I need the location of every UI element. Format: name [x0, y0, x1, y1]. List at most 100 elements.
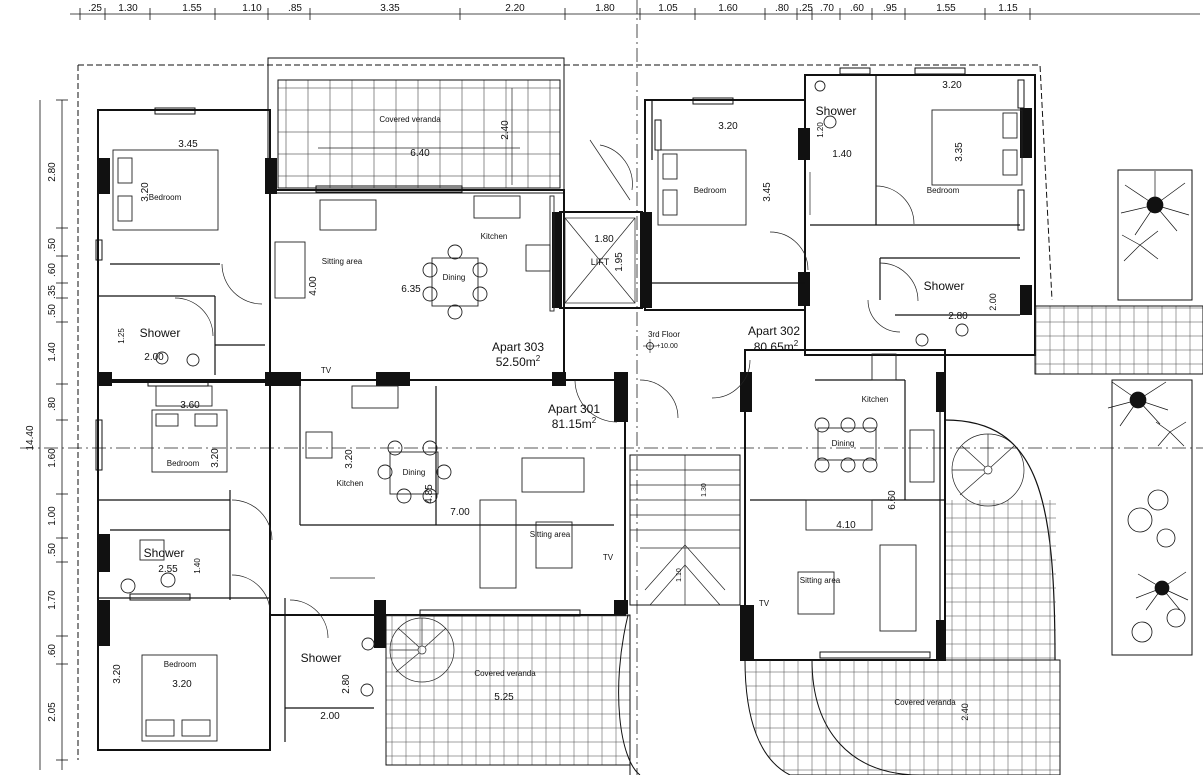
bed-tl-width: 3.45: [178, 139, 198, 150]
partitions: [98, 75, 1020, 742]
shower-303-label: Shower: [140, 326, 181, 340]
apart-303-name: Apart 303: [492, 340, 544, 354]
top-dim-4: 1.10: [242, 3, 262, 14]
floor-level: +10.00: [656, 343, 678, 350]
apart-303-area: 52.50m2: [496, 354, 541, 369]
veranda-bc-width: 5.25: [494, 692, 514, 703]
top-dimension-chain: .25 1.30 1.55 1.10 .85 3.35 2.20 1.80 1.…: [70, 3, 1200, 20]
left-dim-7: .80: [47, 397, 58, 411]
left-dim-1: 2.80: [47, 162, 58, 182]
bed-302a-height: 3.45: [762, 182, 773, 202]
bed-bl-height: 3.20: [112, 664, 123, 684]
shower-bc-width: 2.00: [320, 711, 340, 722]
veranda-top-label: Covered veranda: [379, 115, 441, 124]
shower-302a-width: 1.40: [832, 149, 852, 160]
door-swings: [174, 139, 919, 639]
tv-303-label: TV: [321, 366, 332, 375]
top-dim-7: 2.20: [505, 3, 525, 14]
shower-301-height: 1.40: [193, 558, 202, 574]
sitting-301-width: 7.00: [450, 507, 470, 518]
shower-301-width: 2.55: [158, 564, 178, 575]
tv-301-label: TV: [603, 553, 614, 562]
shower-302a-height: 1.20: [816, 122, 825, 138]
top-dim-3: 1.55: [182, 3, 202, 14]
veranda-br-label: Covered veranda: [894, 698, 956, 707]
shower-302a-label: Shower: [816, 104, 857, 118]
lift-width: 1.80: [594, 234, 614, 245]
left-dim-6: 1.40: [47, 342, 58, 362]
stair-dim-a: 1.30: [701, 483, 708, 497]
top-dim-14: .60: [850, 3, 864, 14]
kitchen-301-height: 3.20: [344, 449, 355, 469]
bed-ml-label: Bedroom: [167, 459, 200, 468]
shower-302b-label: Shower: [924, 279, 965, 293]
walls: [97, 74, 1036, 751]
plot-boundary: [77, 64, 1053, 760]
top-dim-1: .25: [88, 3, 102, 14]
bottom-left-veranda: Covered veranda 5.25: [385, 614, 641, 775]
top-dim-16: 1.55: [936, 3, 956, 14]
shower-303-height: 1.25: [117, 328, 126, 344]
dining-301-label: Dining: [403, 468, 426, 477]
top-dim-5: .85: [288, 3, 302, 14]
kitchen-301-label: Kitchen: [337, 479, 364, 488]
veranda-top-height: 2.40: [500, 120, 511, 140]
top-dim-6: 3.35: [380, 3, 400, 14]
shower-bc-label: Shower: [301, 651, 342, 665]
sitting-301-label: Sitting area: [530, 530, 571, 539]
bed-302a-label: Bedroom: [694, 186, 727, 195]
left-dim-5: .50: [47, 304, 58, 318]
left-dim-10: .50: [47, 543, 58, 557]
veranda-bc-label: Covered veranda: [474, 669, 536, 678]
bed-ml-width: 3.60: [180, 400, 200, 411]
windows: [95, 67, 1025, 659]
shower-301-label: Shower: [144, 546, 185, 560]
top-dim-2: 1.30: [118, 3, 138, 14]
left-dim-13: 2.05: [47, 702, 58, 722]
top-dim-9: 1.05: [658, 3, 678, 14]
bed-bl-width: 3.20: [172, 679, 192, 690]
axis-lines: [20, 0, 1203, 775]
bed-tl-height: 3.20: [140, 182, 151, 202]
left-dim-12: .60: [47, 644, 58, 658]
top-dim-13: .70: [820, 3, 834, 14]
top-dim-15: .95: [883, 3, 897, 14]
bed-302b-height: 3.35: [954, 142, 965, 162]
left-dim-11: 1.70: [47, 590, 58, 610]
top-dim-10: 1.60: [718, 3, 738, 14]
left-dim-3: .60: [47, 263, 58, 277]
bottom-right-veranda: Covered veranda 2.40: [744, 419, 1061, 775]
left-dim-8: 1.60: [47, 448, 58, 468]
bed-ml-height: 3.20: [210, 448, 221, 468]
bed-bl-label: Bedroom: [164, 660, 197, 669]
shower-303-width: 2.00: [144, 352, 164, 363]
garden-strip: [1034, 169, 1203, 656]
veranda-br-height: 2.40: [960, 703, 970, 721]
furniture: [112, 80, 1023, 742]
shower-302b-width: 2.80: [948, 311, 968, 322]
dining-302-label: Dining: [832, 439, 855, 448]
dining-301-height: 4.85: [424, 484, 435, 504]
sitting-303-height: 4.00: [308, 276, 319, 296]
lift-label: LIFT: [591, 257, 610, 267]
left-dim-9: 1.00: [47, 506, 58, 526]
sitting-302-width: 4.10: [836, 520, 856, 531]
apart-302-name: Apart 302: [748, 324, 800, 338]
left-dim-2: .50: [47, 238, 58, 252]
apart-301-name: Apart 301: [548, 402, 600, 416]
bed-302a-width: 3.20: [718, 121, 738, 132]
top-veranda: Covered veranda 6.40 2.40: [267, 57, 565, 194]
kitchen-302-label: Kitchen: [862, 395, 889, 404]
veranda-top-width: 6.40: [410, 148, 430, 159]
lift-height: 1.95: [614, 252, 625, 272]
bed-302b-label: Bedroom: [927, 186, 960, 195]
left-dimension-chain: 2.80 .50 .60 .35 .50 1.40 .80 1.60 1.00 …: [25, 99, 68, 770]
sitting-303-width: 6.35: [401, 284, 421, 295]
sitting-302-label: Sitting area: [800, 576, 841, 585]
shower-302b-height: 2.00: [988, 293, 998, 311]
top-dim-8: 1.80: [595, 3, 615, 14]
top-dim-12: .25: [799, 3, 813, 14]
level-marker-icon: [643, 339, 657, 353]
apart-301-area: 81.15m2: [552, 416, 597, 431]
